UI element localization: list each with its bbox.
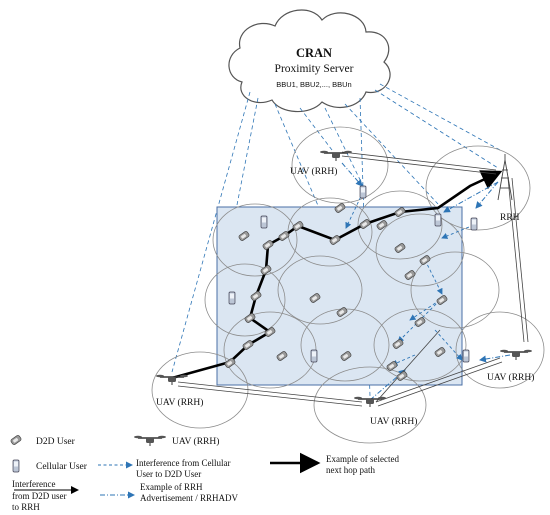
legend-d2d-interference-1: Interference [12,479,55,489]
selected-hop-path [171,170,503,380]
uav-right-label: UAV (RRH) [487,372,534,383]
rrh-advertisement-arrows [341,162,511,401]
legend-d2d-user: D2D User [36,437,76,447]
legend-cellular-user: Cellular User [36,462,88,472]
cloud-subtitle: Proximity Server [275,63,354,75]
uav-left [155,374,189,386]
legend-cellular-interference-2: User to D2D User [136,469,201,479]
uav-left-label: UAV (RRH) [156,397,203,408]
legend-uav-rrh: UAV (RRH) [172,436,219,447]
legend: D2D User UAV (RRH) Cellular User Interfe… [9,434,399,512]
legend-rrh-adv-2: Advertisement / RRHADV [140,493,238,503]
uav-top-label: UAV (RRH) [290,166,337,177]
legend-selected-path-2: next hop path [326,465,375,475]
cloud-bbu-list: BBU1, BBU2,..., BBUn [276,80,351,89]
rrh-tower-icon [497,154,513,201]
uav-right [499,349,533,361]
uav-bottom-label: UAV (RRH) [370,416,417,427]
cran-cloud [228,9,391,113]
legend-d2d-icon [9,434,23,446]
legend-d2d-interference-3: to RRH [12,502,40,512]
legend-cellular-icon [12,459,20,473]
cloud-title: CRAN [296,46,332,60]
legend-uav-icon [133,435,167,447]
legend-cellular-interference-1: Interference from Cellular [136,458,230,468]
legend-d2d-interference-2: from D2D user [12,491,67,501]
uav-top [319,150,353,162]
legend-selected-path-1: Example of selected [326,454,399,464]
d2d-to-rrh-interference [177,151,529,407]
rrh-tower-label: RRH [500,213,520,223]
legend-rrh-adv-1: Example of RRH [140,482,203,492]
